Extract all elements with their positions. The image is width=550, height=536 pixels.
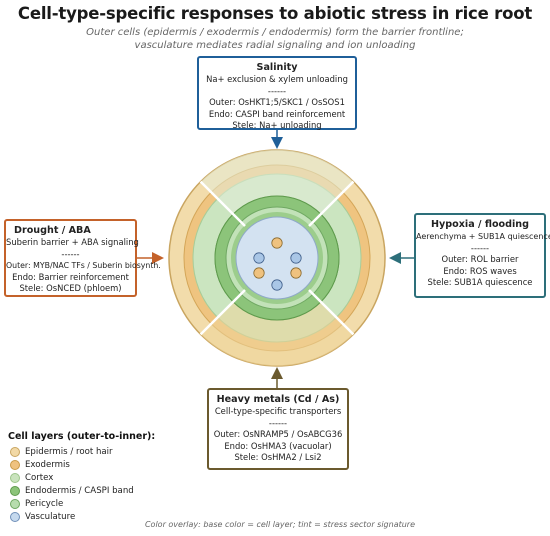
drought-endo: Endo: Barrier reinforcement <box>12 271 129 282</box>
drought-summary: Suberin barrier + ABA signaling <box>6 237 139 247</box>
figure-title: Cell-type-specific responses to abiotic … <box>17 4 533 23</box>
subtitle-line-1: Outer cells (epidermis / exodermis / end… <box>86 27 464 38</box>
salinity-title: Salinity <box>256 62 298 73</box>
legend-label: Pericycle <box>25 499 64 509</box>
hypoxia-box: Hypoxia / flooding Aerenchyma + SUB1A qu… <box>414 213 550 298</box>
hypoxia-separator: ------ <box>470 242 490 253</box>
legend-item-vasculature: Vasculature <box>10 511 75 523</box>
phloem-bundle <box>253 267 265 279</box>
divider-ne <box>308 180 355 227</box>
metals-summary: Cell-type-specific transporters <box>214 406 342 416</box>
hypoxia-endo: Endo: ROS waves <box>443 265 517 276</box>
endodermis-swatch-icon <box>10 485 20 496</box>
divider-nw <box>199 180 246 227</box>
xylem-bundle <box>290 252 302 264</box>
legend-label: Exodermis <box>25 460 70 470</box>
xylem-bundle <box>253 252 265 264</box>
figure-subtitle: Outer cells (epidermis / exodermis / end… <box>0 26 550 52</box>
vasculature-swatch-icon <box>10 511 20 522</box>
divider-se <box>308 289 355 336</box>
metals-separator: ------ <box>268 417 288 428</box>
footer-note: Color overlay: base color = cell layer; … <box>144 520 416 529</box>
cortex-swatch-icon <box>10 472 20 483</box>
legend-label: Epidermis / root hair <box>25 447 113 457</box>
vascular-bundles <box>253 237 302 291</box>
legend-item-cortex: Cortex <box>10 472 53 484</box>
drought-outer: Outer: MYB/NAC TFs / Suberin biosynth. <box>6 261 161 271</box>
legend-title: Cell layers (outer-to-inner): <box>8 431 156 442</box>
hypoxia-stele: Stele: SUB1A quiescence <box>427 277 533 288</box>
subtitle-line-2: vasculature mediates radial signaling an… <box>134 40 416 51</box>
metals-outer: Outer: OsNRAMP5 / OsABCG36 <box>213 429 343 440</box>
phloem-bundle <box>271 237 283 249</box>
drought-separator: ------ <box>61 248 80 259</box>
legend-item-exodermis: Exodermis <box>10 459 70 471</box>
legend-item-epidermis: Epidermis / root hair <box>10 446 113 458</box>
legend-label: Cortex <box>25 473 54 483</box>
metals-endo: Endo: OsHMA3 (vacuolar) <box>224 440 332 451</box>
salinity-summary: Na+ exclusion & xylem unloading <box>206 74 348 84</box>
drought-stele: Stele: OsNCED (phloem) <box>19 283 122 294</box>
metals-box: Heavy metals (Cd / As) Cell-type-specifi… <box>207 388 349 470</box>
legend-label: Vasculature <box>25 512 76 522</box>
hypoxia-title: Hypoxia / flooding <box>430 219 530 230</box>
exodermis-swatch-icon <box>10 459 20 470</box>
pericycle-swatch-icon <box>10 498 20 509</box>
sector-dividers <box>199 180 355 336</box>
phloem-bundle <box>290 267 302 279</box>
salinity-separator: ------ <box>267 85 287 96</box>
xylem-bundle <box>271 279 283 291</box>
drought-box: Drought / ABA Suberin barrier + ABA sign… <box>4 219 161 297</box>
salinity-endo: Endo: CASPI band reinforcement <box>208 108 346 119</box>
legend-item-endodermis: Endodermis / CASPI band <box>10 485 134 497</box>
salinity-stele: Stele: Na+ unloading <box>232 120 322 131</box>
salinity-box: Salinity Na+ exclusion & xylem unloading… <box>197 56 357 130</box>
legend-label: Endodermis / CASPI band <box>25 486 134 496</box>
drought-title: Drought / ABA <box>14 225 91 236</box>
legend-item-pericycle: Pericycle <box>10 498 63 510</box>
salinity-outer: Outer: OsHKT1;5/SKC1 / OsSOS1 <box>209 97 345 108</box>
divider-sw <box>199 289 246 336</box>
metals-stele: Stele: OsHMA2 / Lsi2 <box>234 452 322 463</box>
metals-title: Heavy metals (Cd / As) <box>216 394 340 405</box>
hypoxia-summary: Aerenchyma + SUB1A quiescence <box>416 232 550 241</box>
hypoxia-outer: Outer: ROL barrier <box>441 254 519 265</box>
epidermis-swatch-icon <box>10 446 20 457</box>
